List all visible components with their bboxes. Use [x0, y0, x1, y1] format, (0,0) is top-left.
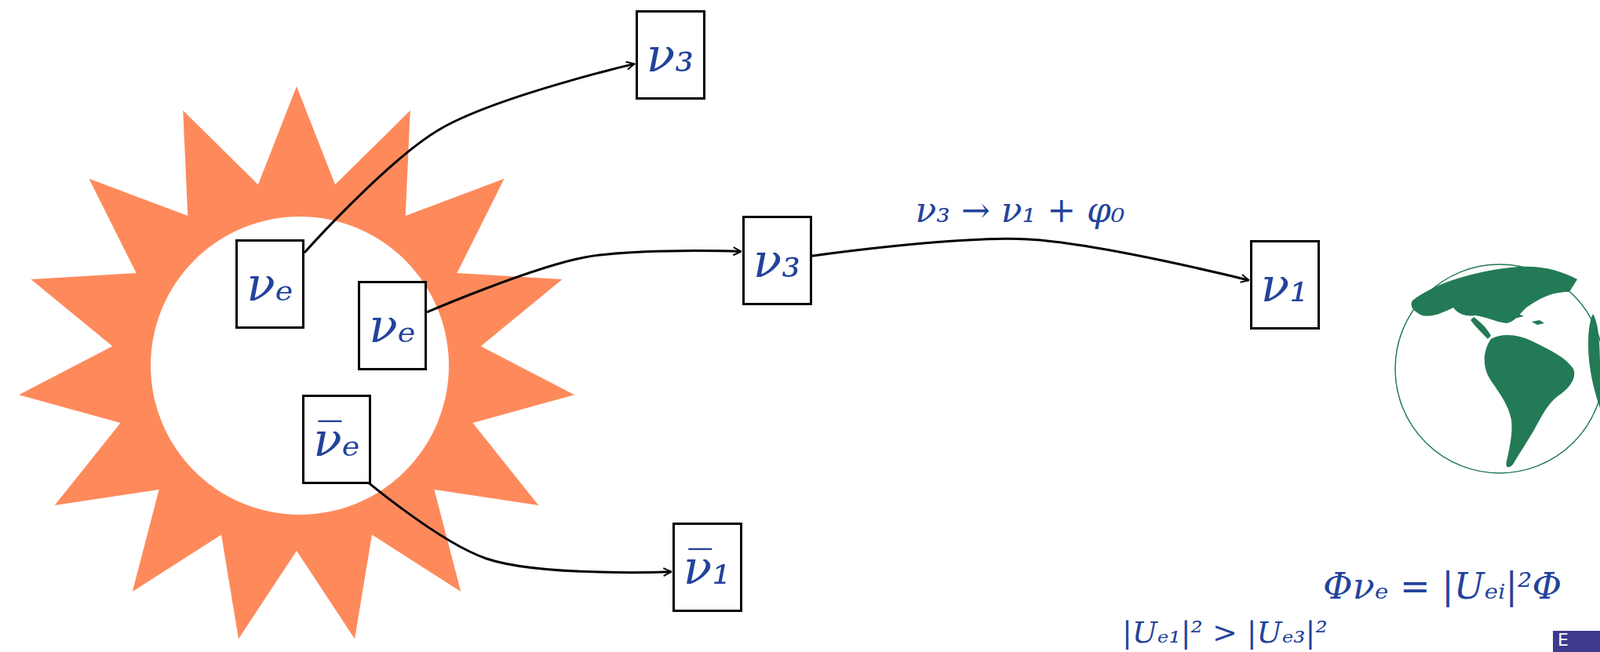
particle-box: ν₃	[742, 215, 813, 306]
sun	[18, 86, 575, 639]
sun-star	[18, 86, 575, 639]
sun-core	[150, 216, 449, 515]
decay-arrow	[357, 473, 671, 573]
particle-box: ν̅₁	[672, 522, 743, 613]
decay-arrow	[426, 251, 742, 313]
particle-symbol: νₑ	[246, 260, 294, 308]
particle-box: νₑ	[235, 239, 305, 329]
particle-box: νₑ	[357, 280, 427, 371]
particle-symbol: ν₃	[753, 236, 802, 285]
decay-arrow	[812, 238, 1250, 281]
footer-tab: E	[1552, 630, 1600, 652]
decay-arrow	[304, 63, 635, 253]
formula: Φνₑ = |Uₑᵢ|²Φ	[1323, 566, 1562, 607]
particle-symbol: ν₁	[1261, 261, 1309, 309]
north-america	[1411, 266, 1579, 324]
particle-box: ν̅ₑ	[302, 394, 372, 485]
particle-box: ν₁	[1250, 240, 1320, 330]
particle-symbol: ν̅₁	[683, 543, 732, 591]
africa-edge	[1588, 313, 1600, 409]
particle-symbol: νₑ	[368, 302, 416, 350]
central-america	[1470, 317, 1491, 339]
particle-symbol: ν̅ₑ	[313, 415, 361, 463]
globe-outline	[1395, 264, 1600, 474]
south-america	[1484, 335, 1575, 467]
decay-label: ν₃ → ν₁ + φ₀	[915, 191, 1126, 230]
earth-globe	[1395, 264, 1600, 474]
particle-symbol: ν₃	[646, 31, 695, 79]
caribbean-islands	[1505, 313, 1545, 325]
particle-box: ν₃	[635, 10, 706, 100]
formula: |Uₑ₁|² > |Uₑ₃|²	[1122, 616, 1328, 650]
